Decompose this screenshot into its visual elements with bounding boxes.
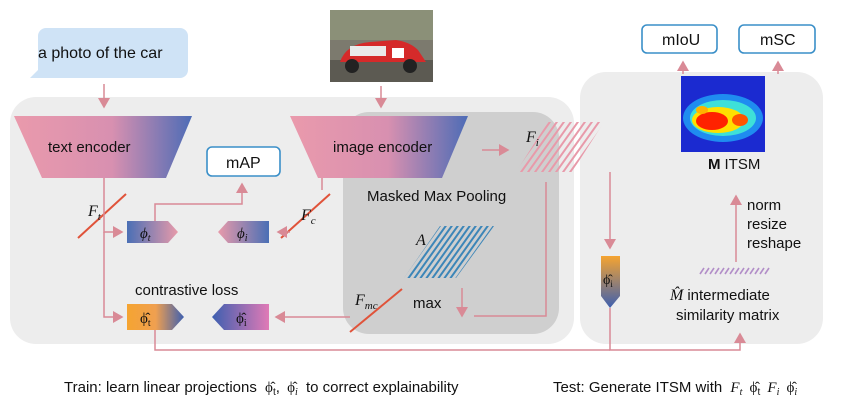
fmc-symbol: Fmc (354, 292, 378, 312)
connection-arrows (103, 60, 784, 351)
miou-label: mIoU (662, 32, 700, 49)
msc-label: mSC (760, 32, 796, 49)
msc-box (738, 24, 816, 54)
masked-max-pooling-label: Masked Max Pooling (367, 188, 506, 205)
fi-symbol: Fi (525, 129, 539, 149)
caption-train: Train: learn linear projections ϕ̂t, ϕ̂i… (64, 379, 459, 399)
max-label: max (413, 295, 442, 312)
intermediate-label: M̂intermediate (669, 285, 770, 304)
a-symbol: A (415, 232, 426, 249)
phi-hat-t-block (127, 304, 184, 330)
image-encoder-shape (290, 116, 468, 178)
similarity-matrix-label: similarity matrix (676, 307, 780, 324)
image-encoder-label: image encoder (333, 139, 432, 156)
reshape-label: reshape (747, 235, 801, 252)
intermediate-matrix-hatch (699, 267, 770, 275)
resize-label: resize (747, 216, 787, 233)
phi-hat-i-block (212, 304, 269, 330)
map-box (206, 146, 281, 177)
car-photo (330, 10, 433, 82)
prompt-bubble (30, 28, 188, 78)
fmc-feature-line (349, 288, 403, 333)
attention-mask-a (404, 226, 494, 278)
phi-t-symbol: ϕt (140, 226, 151, 244)
ft-symbol: Ft (87, 203, 102, 223)
phi-i-symbol: ϕi (237, 226, 248, 244)
contrastive-loss-label: contrastive loss (135, 282, 238, 299)
phi-hat-i-test-block (601, 256, 620, 308)
phi-i-block (218, 221, 269, 243)
norm-label: norm (747, 197, 781, 214)
itsm-heatmap (681, 76, 765, 152)
text-encoder-label: text encoder (48, 139, 131, 156)
phi-hat-i-test-symbol: ϕ̂i (603, 273, 613, 289)
phi-t-block (127, 221, 178, 243)
fc-feature-line (280, 193, 331, 239)
miou-box (641, 24, 718, 54)
prompt-text: a photo of the car (38, 45, 163, 62)
map-label: mAP (226, 155, 261, 172)
text-encoder-shape (14, 116, 192, 178)
phi-hat-i-symbol: ϕ̂i (236, 311, 247, 329)
caption-test: Test: Generate ITSM with Ft ϕ̂t Fi ϕ̂i (553, 379, 797, 399)
phi-hat-t-symbol: ϕ̂t (140, 311, 151, 329)
ft-feature-line (77, 193, 127, 239)
fc-symbol: Fc (300, 207, 316, 227)
